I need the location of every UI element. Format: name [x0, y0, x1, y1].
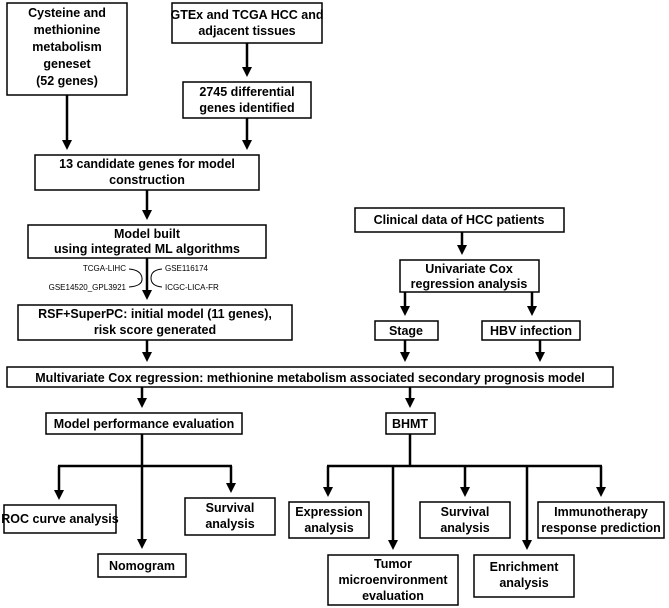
univariate-line: regression analysis [411, 277, 528, 291]
survival2-label: Survival analysis [440, 505, 489, 535]
survival1-line: Survival [206, 501, 255, 515]
dataset-gse14520: GSE14520_GPL3921 [49, 283, 127, 292]
model_built-line: using integrated ML algorithms [54, 242, 240, 256]
cysteine-line: metabolism [32, 40, 101, 54]
bhmt-box [385, 412, 436, 435]
roc-box [3, 504, 117, 534]
dataset-tcga-lihc: TCGA-LIHC [83, 264, 126, 273]
dataset-gse116174: GSE116174 [165, 264, 209, 273]
cysteine-box [6, 2, 128, 96]
expression-line: Expression [295, 505, 362, 519]
rsf-line: RSF+SuperPC: initial model (11 genes), [38, 307, 272, 321]
gtex-box [171, 2, 323, 44]
tumor-line: microenvironment [338, 573, 448, 587]
survival1-line: analysis [205, 517, 254, 531]
univariate-box [399, 259, 540, 293]
diff-line: 2745 differential [199, 85, 294, 99]
performance-box [45, 412, 243, 435]
expression-box [288, 501, 370, 539]
multivariate-label: Multivariate Cox regression: methionine … [35, 371, 584, 385]
clinical-label: Clinical data of HCC patients [374, 213, 545, 227]
model_built-line: Model built [114, 227, 181, 241]
hbv-box [481, 320, 581, 341]
box-labels: Cysteine and methionine metabolism geneset (… [1, 6, 660, 603]
stage-line: Stage [389, 324, 423, 338]
roc-label: ROC curve analysis [1, 512, 118, 526]
cysteine-line: geneset [43, 57, 91, 71]
enrichment-box [473, 554, 575, 598]
rsf-line: risk score generated [94, 323, 216, 337]
bhmt-line: BHMT [392, 417, 428, 431]
multivariate-line: Multivariate Cox regression: methionine … [35, 371, 584, 385]
model-built-box [27, 224, 267, 259]
nomogram-box [97, 553, 187, 578]
rsf-label: RSF+SuperPC: initial model (11 genes), ri… [38, 307, 272, 337]
survival1-box [184, 497, 276, 536]
immunotherapy-box [537, 501, 665, 539]
survival1-label: Survival analysis [205, 501, 254, 531]
candidate-line: construction [109, 173, 185, 187]
gtex-label: GTEx and TCGA HCC and adjacent tissues [170, 8, 323, 38]
dataset-brace [128, 268, 143, 288]
cysteine-line: methionine [34, 23, 101, 37]
diff-box [182, 81, 312, 119]
boxes [3, 2, 665, 606]
tumor-line: Tumor [374, 557, 412, 571]
hbv-line: HBV infection [490, 324, 572, 338]
diff-label: 2745 differential genes identified [199, 85, 294, 115]
immuno-line: Immunotherapy [554, 505, 648, 519]
expression-line: analysis [304, 521, 353, 535]
nomogram-label: Nomogram [109, 559, 175, 573]
connectors [54, 43, 606, 550]
dataset-labels: TCGA-LIHC GSE14520_GPL3921 GSE116174 ICG… [49, 264, 219, 292]
performance-label: Model performance evaluation [54, 417, 235, 431]
immuno-line: response prediction [541, 521, 660, 535]
multivariate-box [6, 366, 614, 388]
stage-label: Stage [389, 324, 423, 338]
clinical-line: Clinical data of HCC patients [374, 213, 545, 227]
immunotherapy-label: Immunotherapy response prediction [541, 505, 660, 535]
univariate-line: Univariate Cox [425, 262, 513, 276]
candidate-line: 13 candidate genes for model [59, 157, 235, 171]
expression-label: Expression analysis [295, 505, 362, 535]
dataset-icgc: ICGC-LICA-FR [165, 283, 219, 292]
tumor-label: Tumor microenvironment evaluation [338, 557, 448, 603]
nomogram-line: Nomogram [109, 559, 175, 573]
survival2-box [419, 501, 511, 539]
gtex-line: adjacent tissues [198, 24, 295, 38]
cysteine-line: Cysteine and [28, 6, 106, 20]
survival2-line: analysis [440, 521, 489, 535]
performance-line: Model performance evaluation [54, 417, 235, 431]
dataset-brace-right [150, 268, 163, 288]
bhmt-label: BHMT [392, 417, 428, 431]
candidate-label: 13 candidate genes for model construction [59, 157, 235, 187]
hbv-label: HBV infection [490, 324, 572, 338]
gtex-line: GTEx and TCGA HCC and [170, 8, 323, 22]
cysteine-line: (52 genes) [36, 74, 98, 88]
enrichment-label: Enrichment analysis [490, 560, 560, 590]
stage-box [374, 320, 439, 341]
roc-line: ROC curve analysis [1, 512, 118, 526]
rsf-box [17, 304, 293, 341]
cysteine-label: Cysteine and methionine metabolism geneset (… [28, 6, 106, 88]
diff-line: genes identified [199, 101, 294, 115]
clinical-box [354, 207, 565, 233]
tumor-line: evaluation [362, 589, 424, 603]
candidate-box [34, 154, 260, 191]
enrichment-line: Enrichment [490, 560, 560, 574]
enrichment-line: analysis [499, 576, 548, 590]
tumor-box [327, 554, 459, 606]
survival2-line: Survival [441, 505, 490, 519]
